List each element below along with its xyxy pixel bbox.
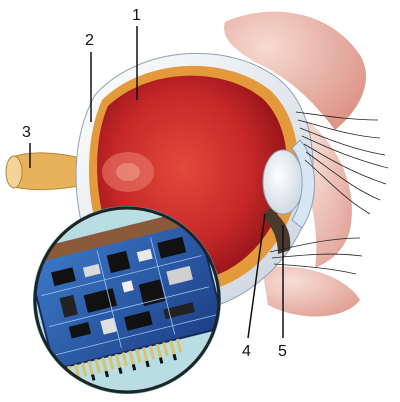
lens [262,149,304,215]
retinal-implant-chip [33,206,221,394]
label-1: 1 [132,7,141,24]
label-2: 2 [85,32,94,49]
label-3: 3 [22,124,31,141]
leader-lines [29,26,284,339]
label-4: 4 [242,343,251,360]
eyelashes-icon [269,111,389,275]
cornea [291,139,316,229]
label-5: 5 [278,343,287,360]
leader-4 [247,213,266,339]
